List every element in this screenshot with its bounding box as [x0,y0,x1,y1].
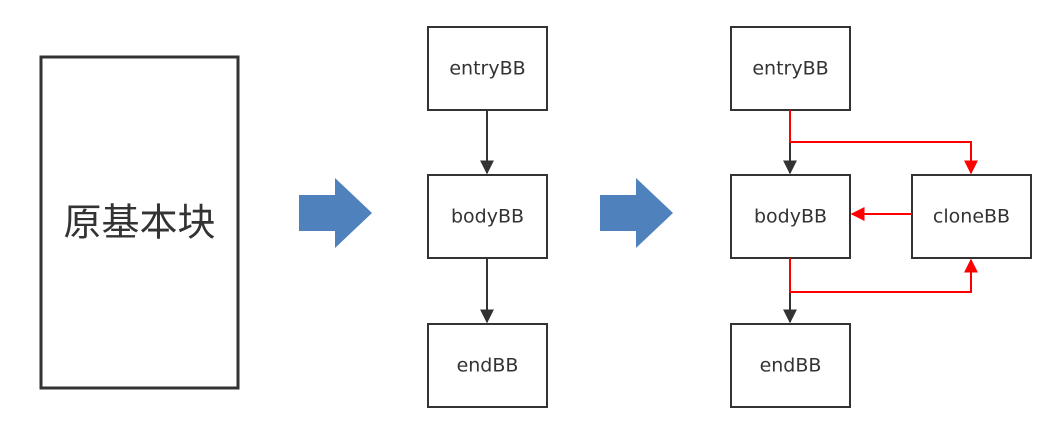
right-end-box [730,323,851,408]
right-entry-label: entryBB [752,58,828,80]
right-entry-box [730,26,851,111]
right-clone-label: cloneBB [933,206,1010,228]
middle-entry-box [427,26,548,111]
original-block: 原基本块 [39,55,240,390]
transform-arrow-1 [299,178,372,248]
red-arrow-body-clone [789,258,978,293]
right-flow: entryBB bodyBB endBB cloneBB [730,26,1032,408]
right-body-box [730,174,851,259]
middle-flow: entryBB bodyBB endBB [427,26,548,408]
middle-entry-label: entryBB [449,58,525,80]
right-body-label: bodyBB [754,206,827,228]
right-end-label: endBB [760,355,822,377]
transform-arrow-2 [600,178,673,248]
right-clone-box [911,174,1032,259]
middle-body-box [427,174,548,259]
middle-end-box [427,323,548,408]
red-arrow-entry-clone [789,110,978,175]
middle-body-label: bodyBB [451,206,524,228]
original-block-label: 原基本块 [63,201,215,245]
middle-end-label: endBB [457,355,519,377]
